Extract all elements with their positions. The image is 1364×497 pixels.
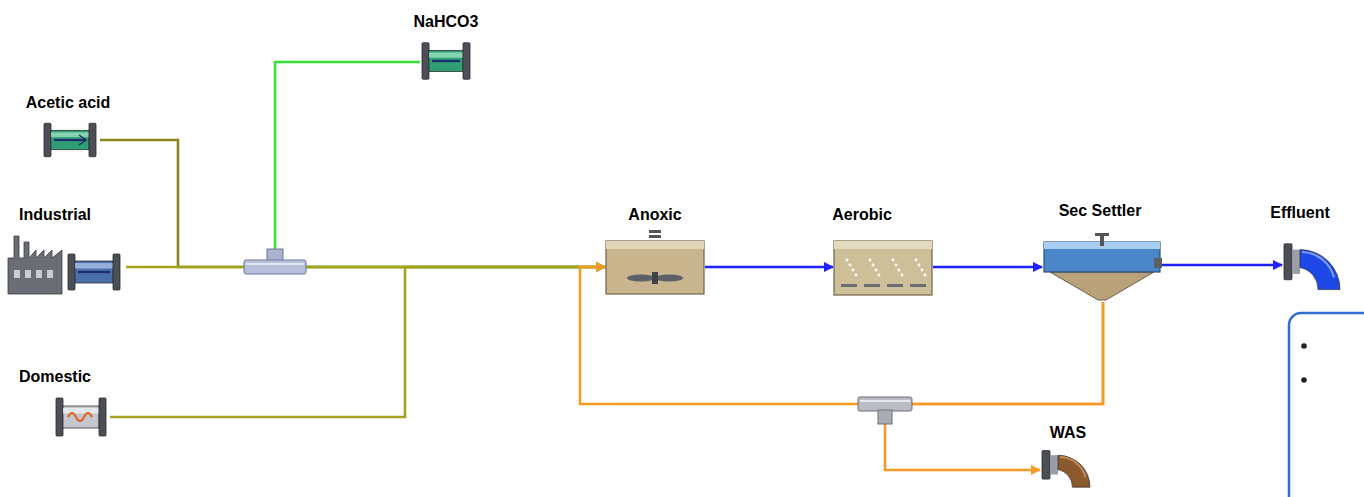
unit-label: NaHCO3 (414, 12, 479, 31)
unit-label: Industrial (19, 205, 91, 224)
unit-icon (833, 240, 933, 296)
unit-label: WAS (1050, 423, 1086, 442)
unit-icon (1282, 238, 1342, 296)
process-unit: Domestic (54, 392, 110, 442)
process-unit: Aerobic (833, 240, 933, 296)
flow-line (933, 266, 1042, 269)
unit-label: Aerobic (832, 205, 892, 224)
mixer-tee (244, 249, 306, 274)
unit-label: Anoxic (628, 205, 681, 224)
unit-label: Sec Settler (1059, 201, 1142, 220)
process-unit: Industrial (6, 228, 126, 300)
callout-box (1289, 313, 1364, 497)
unit-icon (6, 228, 126, 300)
unit-icon (1040, 446, 1092, 492)
unit-icon (420, 37, 474, 85)
unit-icon (605, 228, 705, 296)
process-unit: WAS (1040, 446, 1092, 492)
process-unit: Anoxic (605, 228, 705, 296)
flow-line (110, 267, 605, 417)
flow-line (885, 302, 1103, 470)
process-unit: NaHCO3 (420, 37, 474, 85)
unit-label: Effluent (1270, 203, 1330, 222)
unit-label: Domestic (19, 367, 91, 386)
process-unit: Effluent (1282, 238, 1342, 296)
flow-line (100, 140, 605, 267)
splitter-tee (858, 397, 912, 424)
unit-icon (54, 392, 110, 442)
flow-line (275, 62, 605, 267)
process-unit: Sec Settler (1042, 232, 1162, 302)
unit-icon (42, 118, 100, 162)
flow-line (705, 266, 833, 269)
unit-icon (1042, 232, 1162, 302)
process-unit: Acetic acid (42, 118, 100, 162)
unit-label: Acetic acid (26, 93, 110, 112)
flow-line (1162, 264, 1282, 267)
